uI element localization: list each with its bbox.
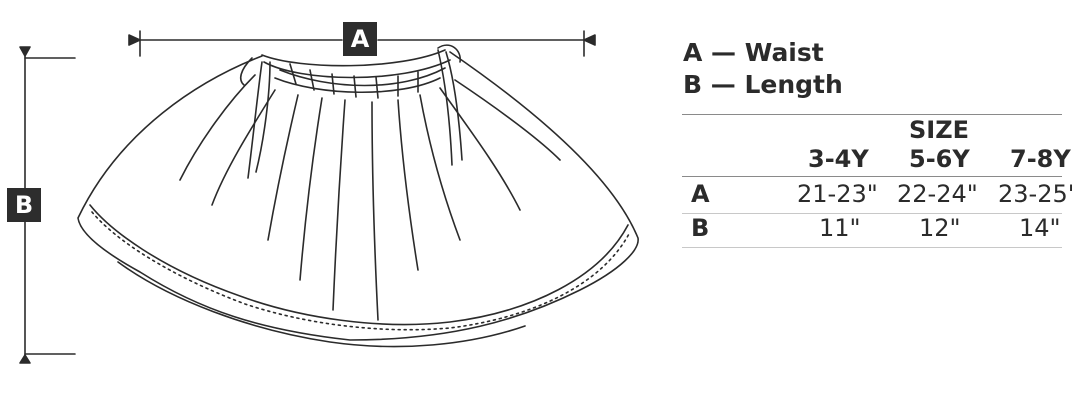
table-cell: 12"	[919, 214, 961, 242]
waist-dimension-tag: A	[343, 22, 377, 56]
table-cell: 11"	[819, 214, 861, 242]
skirt-pleat-folds	[179, 74, 561, 321]
skirt-waistband	[261, 49, 451, 99]
skirt-outline	[77, 51, 639, 341]
column-header: 3-4Y	[808, 145, 869, 173]
skirt-hem-lower	[117, 261, 526, 348]
table-cell: 23-25"	[998, 180, 1072, 208]
column-header: 7-8Y	[1010, 145, 1071, 173]
skirt-illustration	[19, 30, 639, 364]
legend-length: B — Length	[683, 70, 843, 99]
waist-dimension-line	[128, 30, 596, 57]
table-row-rule	[682, 213, 1062, 214]
size-table-title: SIZE	[909, 116, 970, 144]
right-drawstring-tie	[437, 44, 463, 166]
skirt-hem	[89, 204, 629, 326]
row-label: A	[691, 180, 710, 208]
column-header: 5-6Y	[909, 145, 970, 173]
table-cell: 22-24"	[897, 180, 978, 208]
row-label: B	[691, 214, 710, 242]
legend-waist: A — Waist	[683, 38, 824, 67]
length-dimension-line	[19, 46, 76, 364]
left-drawstring-tie	[239, 57, 271, 179]
table-cell: 14"	[1019, 214, 1061, 242]
table-header-rule	[682, 176, 1062, 177]
table-bottom-rule	[682, 247, 1062, 248]
length-dimension-tag: B	[7, 188, 41, 222]
skirt-hem-stitching	[91, 211, 631, 331]
table-top-rule	[682, 114, 1062, 115]
table-cell: 21-23"	[797, 180, 878, 208]
